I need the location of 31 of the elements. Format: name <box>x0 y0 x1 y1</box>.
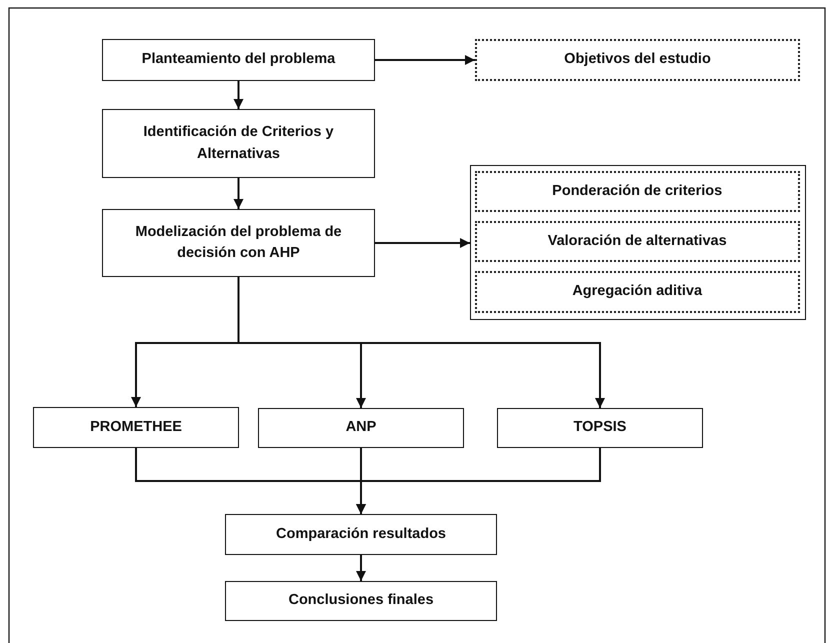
box-label: Conclusiones finales <box>288 591 434 610</box>
box-label: Objetivos del estudio <box>564 50 711 70</box>
process-box <box>474 220 800 262</box>
box-label: Planteamiento del problema <box>142 50 336 70</box>
box-label: Ponderación de criterios <box>552 182 722 201</box>
box-label: ANP <box>346 418 376 438</box>
arrow <box>234 81 244 109</box>
process-box <box>474 270 800 313</box>
box-label: Valoración de alternativas <box>548 232 727 251</box>
arrow <box>356 448 601 514</box>
arrow <box>375 238 470 248</box>
box-label: Modelización del problema de decisión con AHP <box>134 222 343 263</box>
arrow <box>375 55 475 65</box>
box-label: TOPSIS <box>574 418 626 438</box>
process-box <box>258 408 464 448</box>
arrow <box>356 555 366 581</box>
process-box <box>225 581 497 621</box>
group-box <box>470 165 806 320</box>
process-box <box>33 407 239 448</box>
box-label: Comparación resultados <box>276 524 446 544</box>
process-box <box>497 408 703 448</box>
process-box <box>225 514 497 555</box>
box-label: Agregación aditiva <box>572 282 702 302</box>
arrow <box>234 178 244 209</box>
process-box <box>474 170 800 212</box>
process-box <box>475 39 800 81</box>
process-box <box>102 39 375 81</box>
process-box <box>102 209 375 277</box>
process-box <box>102 109 375 178</box>
box-label: Identificación de Criterios y Alternativas <box>142 123 335 164</box>
box-label: PROMETHEE <box>90 418 182 437</box>
